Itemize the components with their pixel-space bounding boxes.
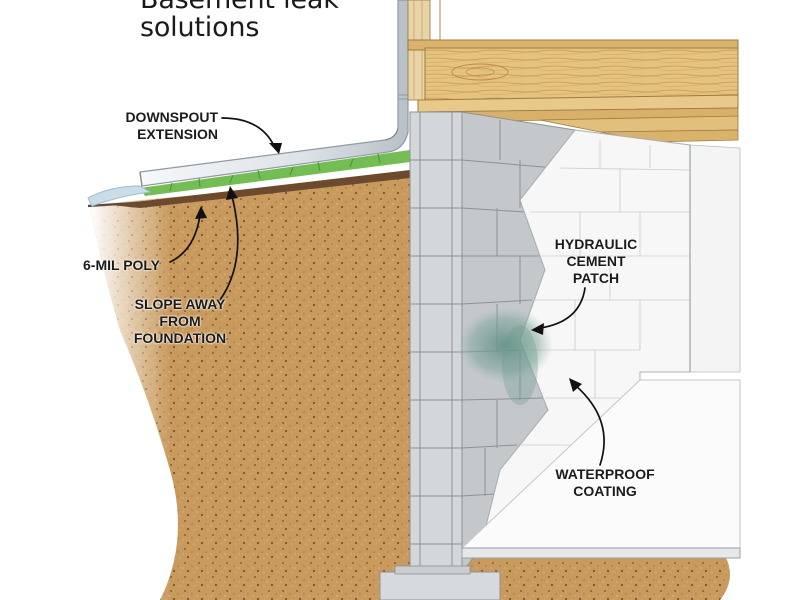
label-hydraulic-line-1: HYDRAULIC	[554, 236, 638, 252]
label-downspout-extension: DOWNSPOUT EXTENSION	[118, 109, 218, 143]
topsoil-band	[110, 170, 410, 208]
label-downspout-line-2: EXTENSION	[137, 126, 218, 142]
title-line-1: Basement leak	[140, 0, 339, 13]
label-hydraulic-cement-patch: HYDRAULIC CEMENT PATCH	[546, 236, 646, 287]
label-downspout-line-1: DOWNSPOUT	[125, 109, 218, 125]
water-runoff	[87, 185, 152, 207]
arrow-slope	[219, 195, 239, 301]
label-slope-line-3: FOUNDATION	[133, 330, 227, 346]
label-waterproof-line-1: WATERPROOF	[555, 466, 655, 482]
title-line-2: solutions	[140, 12, 260, 43]
label-hydraulic-line-2: CEMENT	[566, 253, 626, 269]
hydraulic-cement-patch-stain	[457, 307, 553, 383]
grass-strip	[140, 150, 410, 196]
arrow-downspout	[221, 117, 276, 149]
far-wall	[689, 144, 741, 373]
soil-under-slab	[465, 548, 730, 600]
footing	[379, 571, 501, 600]
label-slope-line-2: FROM	[159, 313, 201, 329]
arrow-hydraulic	[539, 287, 586, 329]
label-hydraulic-line-3: PATCH	[572, 270, 620, 286]
soil-left-fade	[90, 175, 410, 600]
label-waterproof-coating: WATERPROOF COATING	[550, 466, 660, 500]
label-slope-line-1: SLOPE AWAY	[134, 296, 226, 312]
label-waterproof-line-2: COATING	[573, 483, 637, 499]
label-slope-away: SLOPE AWAY FROM FOUNDATION	[125, 296, 235, 347]
label-6-mil-poly: 6-MIL POLY	[83, 257, 161, 273]
arrow-waterproof	[574, 384, 605, 466]
arrow-poly	[169, 214, 201, 263]
floor-framing	[407, 0, 739, 143]
